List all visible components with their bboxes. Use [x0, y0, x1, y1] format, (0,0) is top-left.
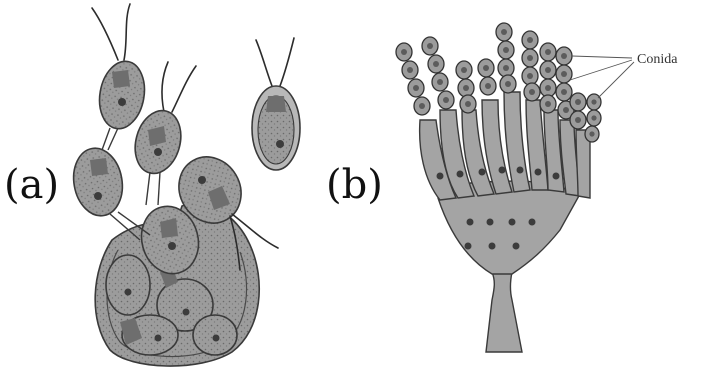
free-zoospore [252, 38, 300, 170]
panel-b-illustration [396, 23, 634, 352]
panel-a-illustration [68, 4, 300, 366]
conidia-chain-10 [585, 94, 601, 142]
conidiophore-stalk [486, 272, 522, 352]
zoospore-1 [92, 4, 150, 132]
conidia-chain-3 [456, 61, 476, 113]
conidia-chain-8 [556, 47, 574, 119]
conidia-chain-4 [478, 59, 496, 95]
panel-a-label: (a) [4, 162, 59, 208]
conidia-callout-label: Conida [637, 52, 678, 67]
callout-leaders [570, 56, 634, 98]
panel-b-label: (b) [326, 162, 383, 208]
conidia-chain-7 [540, 43, 556, 113]
conidia-chain-6 [522, 31, 540, 101]
conidia-chain-5 [496, 23, 516, 93]
zoospore-3 [68, 144, 127, 219]
